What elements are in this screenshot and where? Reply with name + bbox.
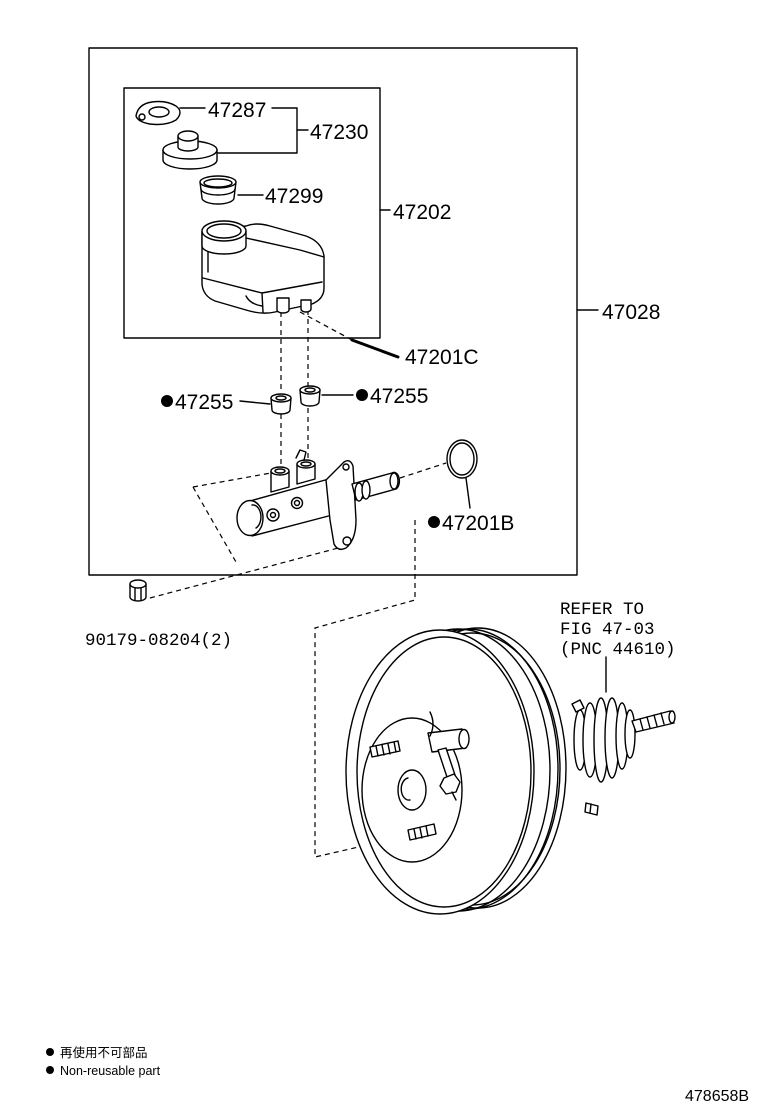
assembly-box-47028 <box>88 47 578 576</box>
assembly-dashed-lines <box>149 310 447 858</box>
callout-47201C: 47201C <box>405 346 479 369</box>
booster-pushrod <box>427 711 470 801</box>
brake-booster <box>345 627 676 915</box>
grommet-right <box>299 385 321 407</box>
legend: 再使用不可部品 Non-reusable part <box>46 1045 161 1078</box>
grommet-left <box>270 393 292 415</box>
assembly-box-47202 <box>123 87 381 339</box>
booster-stud-lower <box>407 823 437 841</box>
non-reusable-bullet <box>46 1066 54 1074</box>
callout-47202: 47202 <box>393 201 451 224</box>
non-reusable-bullet <box>428 516 440 528</box>
callout-90179-08204: 90179-08204(2) <box>85 631 232 651</box>
reservoir-strainer <box>199 175 237 205</box>
reference-line-1: REFER TO <box>560 600 644 620</box>
reservoir-cap <box>162 130 218 170</box>
callout-47299: 47299 <box>265 185 323 208</box>
booster-rear-stud <box>571 699 599 816</box>
non-reusable-bullet <box>356 389 368 401</box>
callout-47230: 47230 <box>310 121 368 144</box>
booster-rear-rod <box>631 710 676 733</box>
figure-id: 478658B <box>685 1088 749 1105</box>
master-cylinder <box>236 449 401 551</box>
reservoir-cap-gasket <box>135 100 181 126</box>
callout-47028: 47028 <box>602 301 660 324</box>
non-reusable-bullet <box>46 1048 54 1056</box>
o-ring <box>446 439 478 479</box>
reference-note: REFER TO FIG 47-03 (PNC 44610) <box>560 600 676 660</box>
callout-47201B: 47201B <box>442 512 514 535</box>
callout-47287: 47287 <box>208 99 266 122</box>
master-cylinder-nut <box>129 579 147 602</box>
booster-rear-boot <box>573 697 636 783</box>
reservoir-tank <box>201 220 325 314</box>
legend-text-en: Non-reusable part <box>60 1064 161 1078</box>
reservoir-pin <box>350 338 400 359</box>
callout-47255-left: 47255 <box>175 391 233 414</box>
booster-stud-upper <box>369 740 401 758</box>
callout-47255-right: 47255 <box>370 385 428 408</box>
reference-line-3: (PNC 44610) <box>560 640 676 660</box>
legend-text-ja: 再使用不可部品 <box>60 1045 148 1060</box>
leader-lines <box>179 107 607 693</box>
non-reusable-bullet <box>161 395 173 407</box>
reference-line-2: FIG 47-03 <box>560 620 655 640</box>
